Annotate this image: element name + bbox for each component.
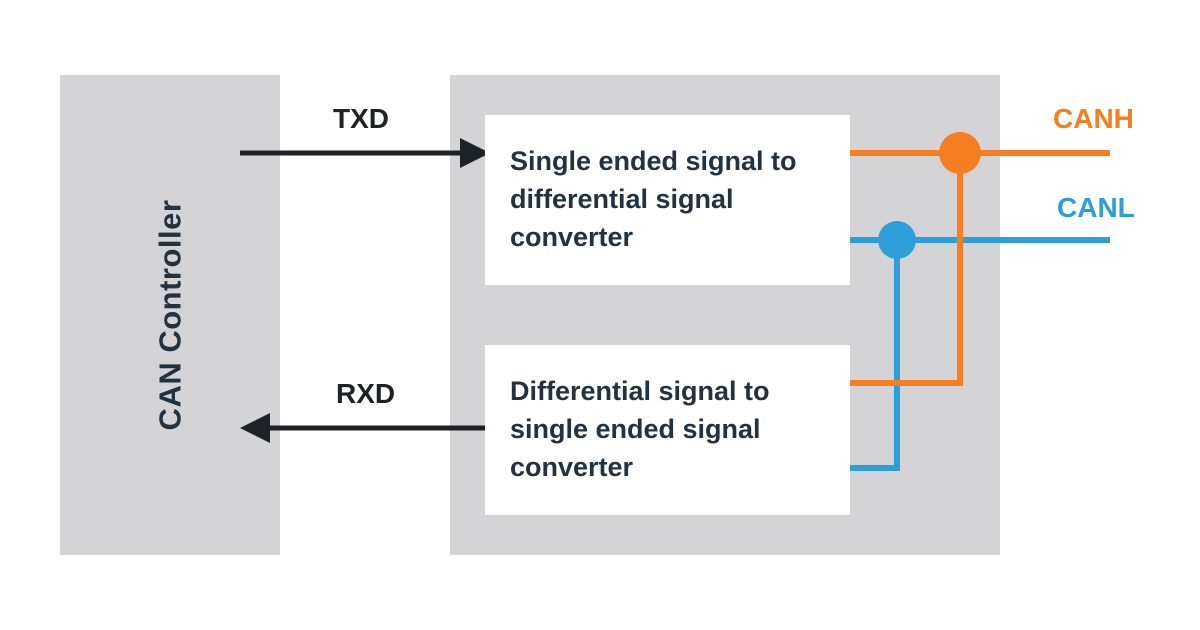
canl-wire [850, 237, 1110, 471]
canl-junction-dot [878, 221, 916, 259]
txd-label: TXD [333, 103, 389, 134]
rx-converter-label: Differential signal to single ended sign… [510, 376, 770, 482]
canh-junction-dot [939, 132, 981, 174]
canh-wire [850, 150, 1110, 386]
canl-label: CANL [1057, 192, 1135, 223]
tx-converter-box: Single ended signal to differential sign… [485, 115, 850, 285]
rx-converter-box: Differential signal to single ended sign… [485, 345, 850, 515]
txd-arrowhead-icon [460, 138, 490, 168]
rxd-label: RXD [336, 378, 396, 409]
tx-converter-label: Single ended signal to differential sign… [510, 146, 797, 252]
canh-label: CANH [1053, 103, 1134, 134]
rxd-arrowhead-icon [240, 413, 270, 443]
